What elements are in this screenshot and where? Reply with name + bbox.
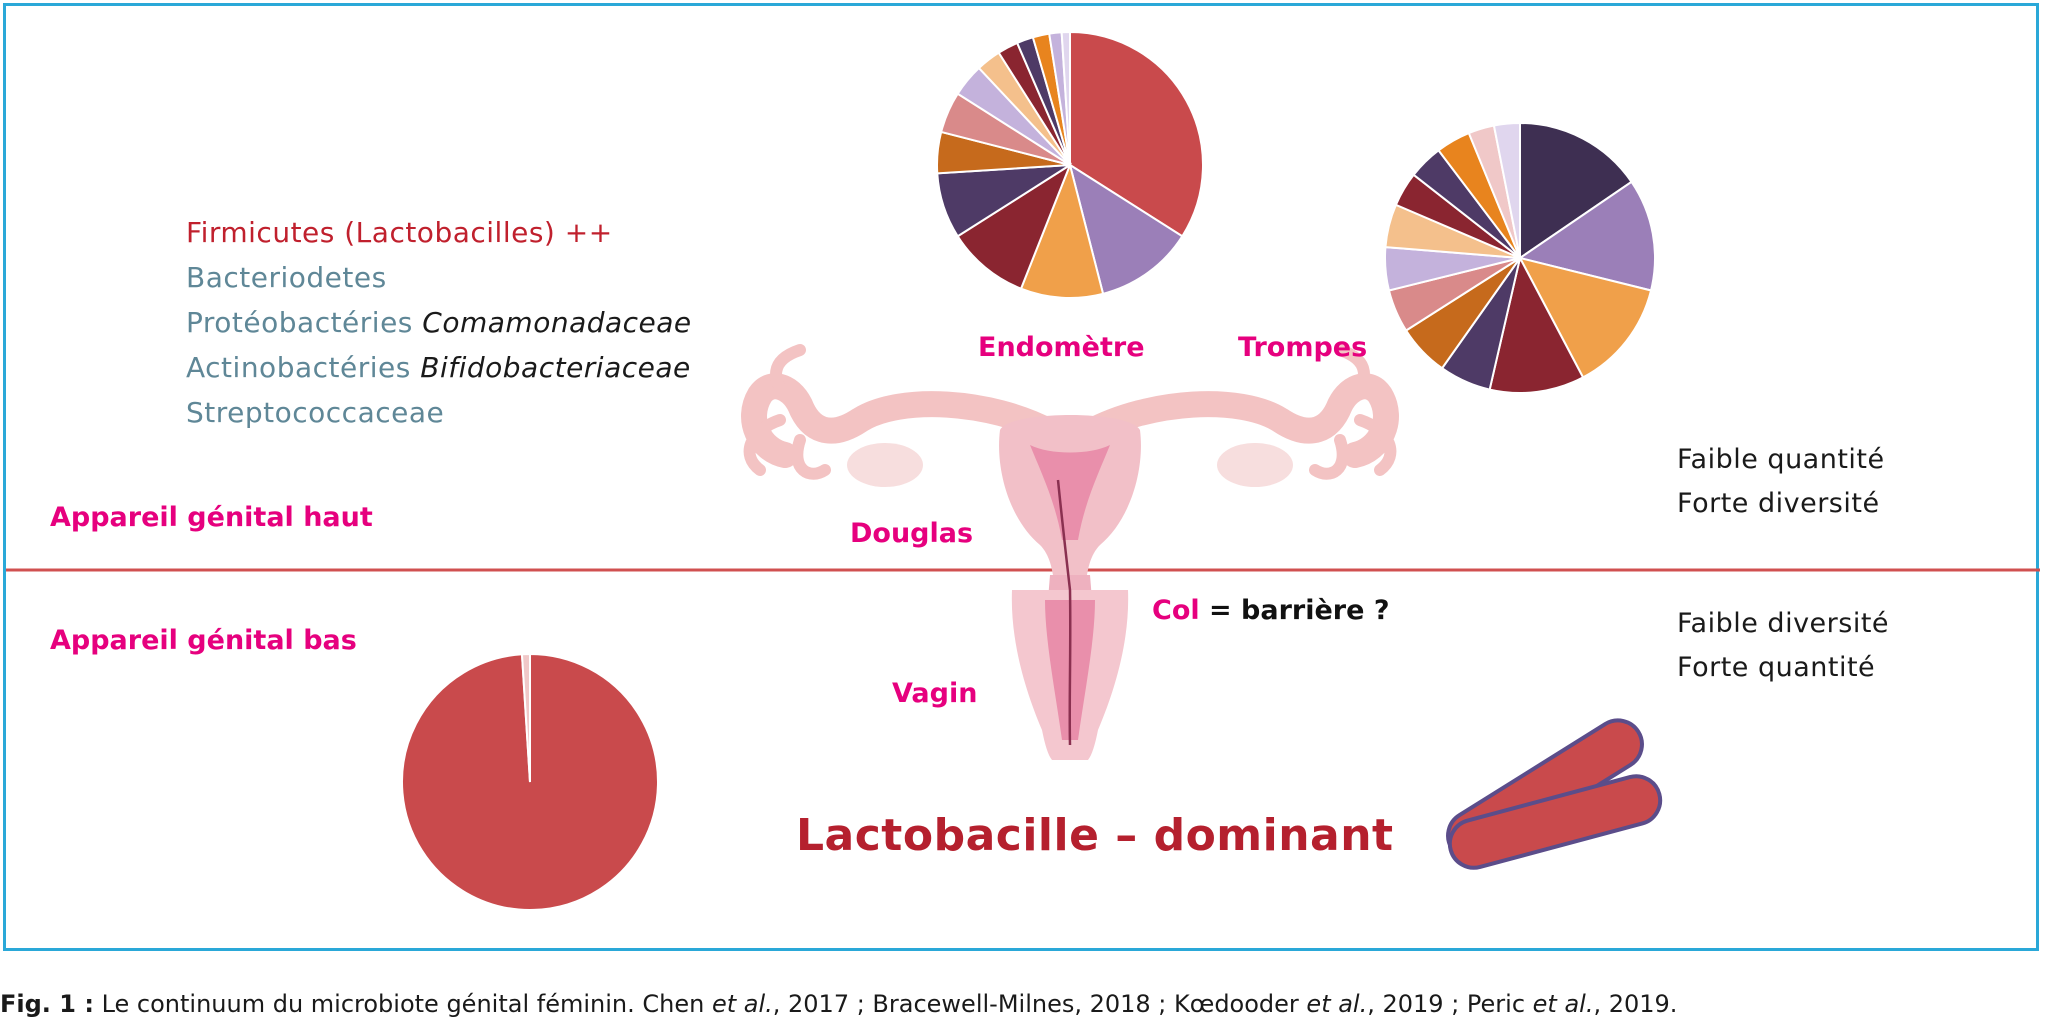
cervix-label: Col = barrière ? — [1152, 595, 1390, 626]
left-ovary — [847, 443, 923, 487]
right-ovary — [1217, 443, 1293, 487]
douglas-label: Douglas — [850, 518, 974, 549]
endometrium-pie-slice-4 — [956, 162, 1073, 290]
legend-item-actinobacteries: Actinobactéries Bifidobacteriaceae — [186, 351, 691, 384]
lactobacillus-rod-2 — [1447, 774, 1663, 870]
right-fallopian-tube — [1077, 373, 1399, 468]
uterine-cavity — [1030, 445, 1110, 540]
endometrium-label: Endomètre — [978, 332, 1145, 363]
endometrium-pie-slice-3 — [1019, 161, 1105, 299]
tubes-pie-slice-14 — [1492, 121, 1521, 259]
upper-note-diversity: Forte diversité — [1677, 488, 1880, 519]
lower-note-quantity: Forte quantité — [1677, 652, 1876, 683]
left-fimbriae — [743, 344, 831, 480]
legend-item-bacteriodetes: Bacteriodetes — [186, 261, 387, 294]
lactobacillus-dominant-title: Lactobacille – dominant — [796, 810, 1394, 861]
endometrium-pie — [936, 30, 1205, 299]
legend-item-firmicutes: Firmicutes (Lactobacilles) ++ — [186, 216, 613, 249]
tubes-label: Trompes — [1238, 332, 1368, 363]
upper-note-quantity: Faible quantité — [1677, 444, 1885, 475]
uterus-illustration — [741, 344, 1399, 760]
lower-note-diversity: Faible diversité — [1677, 608, 1890, 639]
right-fimbriae — [1309, 344, 1397, 480]
figure-caption: Fig. 1 : Le continuum du microbiote géni… — [0, 990, 1678, 1018]
upper-tract-notes: Faible quantité Forte diversité — [1677, 438, 1885, 526]
lower-tract-notes: Faible diversité Forte quantité — [1677, 602, 1889, 690]
upper-tract-label: Appareil génital haut — [50, 502, 373, 533]
vagina-pie-slice-2 — [520, 652, 531, 783]
legend-item-streptococcaceae: Streptococcaceae — [186, 396, 445, 429]
lower-tract-label: Appareil génital bas — [50, 625, 357, 656]
left-fallopian-tube — [741, 373, 1063, 468]
phylum-legend: Firmicutes (Lactobacilles) ++ Bacteriode… — [186, 210, 692, 435]
tract-midline — [1056, 479, 1072, 746]
tubes-pie-slice-3 — [1518, 256, 1653, 379]
tubes-pie — [1384, 121, 1656, 394]
endometrium-pie-slice-14 — [1060, 30, 1071, 166]
tubes-pie-slice-2 — [1517, 180, 1656, 292]
endometrium-pie-slice-2 — [1068, 162, 1184, 296]
tubes-pie-slice-1 — [1519, 121, 1633, 260]
vagina-pie — [401, 652, 659, 911]
lactobacilli-illustration — [1446, 718, 1663, 870]
figure-frame — [3, 3, 2039, 951]
legend-item-proteobacteries: Protéobactéries Comamonadaceae — [186, 306, 692, 339]
vagina-label: Vagin — [892, 678, 978, 709]
